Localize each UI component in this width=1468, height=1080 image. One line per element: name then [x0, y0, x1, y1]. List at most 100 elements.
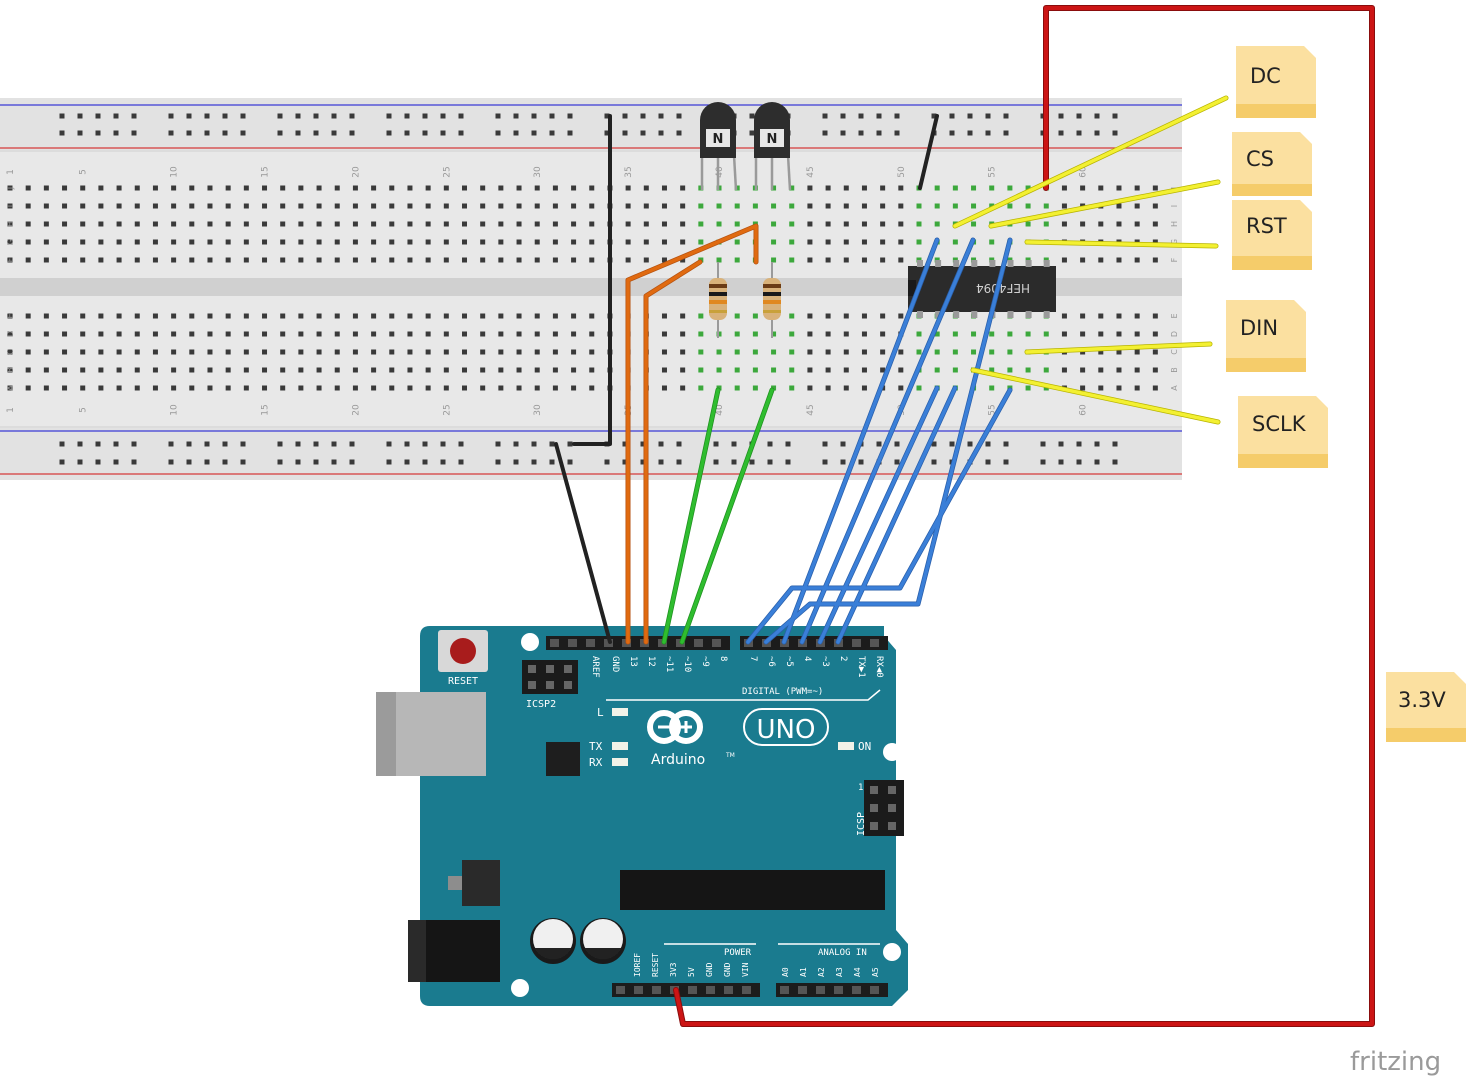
breadboard-hole[interactable]: [152, 331, 158, 337]
wire-3v3[interactable]: [674, 6, 1374, 1026]
wire-pin2[interactable]: [836, 386, 957, 644]
rail-hole[interactable]: [604, 459, 610, 465]
rail-hole[interactable]: [622, 113, 628, 119]
breadboard-hole[interactable]: [334, 203, 340, 209]
breadboard-hole[interactable]: [225, 385, 231, 391]
rail-hole[interactable]: [531, 130, 537, 136]
header-pin[interactable]: [688, 986, 697, 994]
breadboard-hole[interactable]: [789, 331, 795, 337]
breadboard-hole[interactable]: [825, 257, 831, 263]
breadboard-hole[interactable]: [861, 367, 867, 373]
breadboard-hole[interactable]: [280, 185, 286, 191]
rail-hole[interactable]: [931, 113, 937, 119]
breadboard-hole[interactable]: [225, 349, 231, 355]
rail-hole[interactable]: [622, 459, 628, 465]
icsp2-header[interactable]: [522, 660, 578, 694]
breadboard-hole[interactable]: [352, 349, 358, 355]
breadboard-hole[interactable]: [62, 239, 68, 245]
rail-hole[interactable]: [604, 113, 610, 119]
breadboard-hole[interactable]: [425, 313, 431, 319]
breadboard-hole[interactable]: [280, 239, 286, 245]
breadboard-hole[interactable]: [789, 385, 795, 391]
breadboard-hole[interactable]: [1152, 221, 1158, 227]
header-pin[interactable]: [798, 986, 807, 994]
rail-hole[interactable]: [1058, 130, 1064, 136]
breadboard-hole[interactable]: [316, 313, 322, 319]
breadboard-hole[interactable]: [861, 349, 867, 355]
rail-hole[interactable]: [168, 459, 174, 465]
rail-hole[interactable]: [549, 130, 555, 136]
breadboard-hole[interactable]: [771, 367, 777, 373]
breadboard-hole[interactable]: [734, 221, 740, 227]
rail-hole[interactable]: [785, 459, 791, 465]
breadboard-hole[interactable]: [480, 313, 486, 319]
breadboard-hole[interactable]: [916, 239, 922, 245]
breadboard-hole[interactable]: [116, 349, 122, 355]
breadboard-hole[interactable]: [1134, 257, 1140, 263]
transistor-1[interactable]: N: [700, 102, 738, 191]
breadboard-hole[interactable]: [116, 185, 122, 191]
rail-hole[interactable]: [513, 130, 519, 136]
breadboard-hole[interactable]: [425, 203, 431, 209]
header-pin[interactable]: [852, 639, 861, 647]
breadboard-hole[interactable]: [898, 385, 904, 391]
rail-hole[interactable]: [495, 130, 501, 136]
breadboard-hole[interactable]: [1061, 203, 1067, 209]
rail-hole[interactable]: [640, 113, 646, 119]
rail-hole[interactable]: [331, 113, 337, 119]
breadboard-hole[interactable]: [971, 349, 977, 355]
breadboard-hole[interactable]: [80, 331, 86, 337]
header-pin[interactable]: [870, 639, 879, 647]
breadboard-hole[interactable]: [425, 367, 431, 373]
breadboard-hole[interactable]: [462, 313, 467, 319]
breadboard-hole[interactable]: [898, 349, 904, 355]
breadboard-hole[interactable]: [480, 367, 486, 373]
breadboard-hole[interactable]: [116, 203, 122, 209]
breadboard-hole[interactable]: [371, 203, 377, 209]
breadboard-hole[interactable]: [1007, 331, 1013, 337]
breadboard-hole[interactable]: [207, 257, 213, 263]
breadboard-hole[interactable]: [534, 313, 540, 319]
rail-hole[interactable]: [894, 130, 900, 136]
breadboard-hole[interactable]: [207, 221, 213, 227]
breadboard-hole[interactable]: [443, 367, 449, 373]
breadboard-hole[interactable]: [334, 221, 340, 227]
breadboard-hole[interactable]: [534, 349, 540, 355]
breadboard-hole[interactable]: [352, 257, 358, 263]
breadboard-hole[interactable]: [443, 239, 449, 245]
breadboard-hole[interactable]: [516, 331, 522, 337]
breadboard-hole[interactable]: [189, 331, 195, 337]
breadboard-hole[interactable]: [462, 203, 467, 209]
breadboard-hole[interactable]: [952, 349, 958, 355]
breadboard-hole[interactable]: [334, 313, 340, 319]
breadboard-hole[interactable]: [207, 185, 213, 191]
breadboard-hole[interactable]: [752, 385, 758, 391]
breadboard-hole[interactable]: [80, 367, 86, 373]
breadboard-hole[interactable]: [807, 385, 813, 391]
breadboard-hole[interactable]: [43, 367, 49, 373]
breadboard-hole[interactable]: [25, 221, 31, 227]
breadboard-hole[interactable]: [880, 257, 886, 263]
rail-hole[interactable]: [1003, 459, 1009, 465]
breadboard-hole[interactable]: [1080, 331, 1086, 337]
breadboard-hole[interactable]: [98, 313, 104, 319]
breadboard-hole[interactable]: [1152, 331, 1158, 337]
breadboard-hole[interactable]: [62, 349, 68, 355]
breadboard-hole[interactable]: [316, 203, 322, 209]
breadboard-hole[interactable]: [1061, 367, 1067, 373]
rail-hole[interactable]: [1003, 130, 1009, 136]
breadboard-hole[interactable]: [298, 367, 304, 373]
breadboard-hole[interactable]: [7, 257, 13, 263]
breadboard-hole[interactable]: [43, 221, 49, 227]
breadboard-hole[interactable]: [407, 385, 413, 391]
breadboard-hole[interactable]: [971, 185, 977, 191]
rail-hole[interactable]: [840, 459, 846, 465]
breadboard-hole[interactable]: [516, 385, 522, 391]
breadboard-hole[interactable]: [480, 185, 486, 191]
rail-hole[interactable]: [822, 441, 828, 447]
breadboard-hole[interactable]: [916, 385, 922, 391]
breadboard-hole[interactable]: [771, 349, 777, 355]
breadboard-hole[interactable]: [825, 367, 831, 373]
breadboard-hole[interactable]: [1134, 331, 1140, 337]
rail-hole[interactable]: [440, 113, 446, 119]
